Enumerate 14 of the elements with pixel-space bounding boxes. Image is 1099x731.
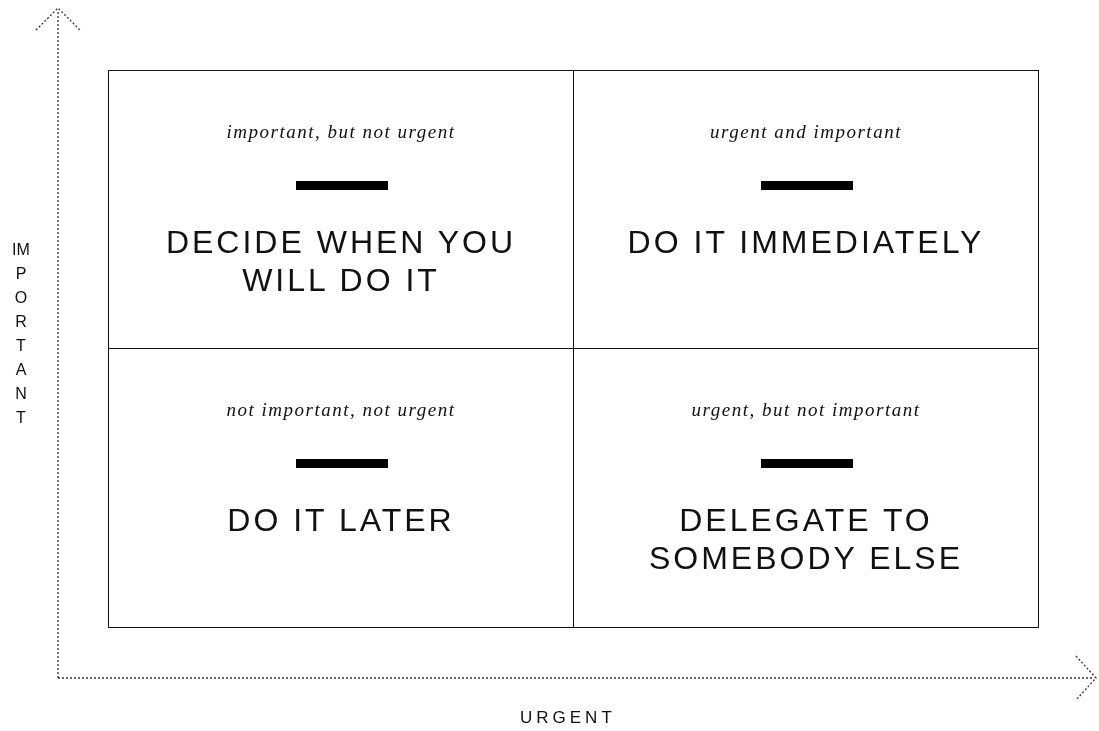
quadrant-box [573, 348, 1039, 628]
quadrant-heading: DO IT IMMEDIATELY [627, 223, 985, 261]
quadrant-subtitle: important, but not urgent [226, 121, 456, 143]
quadrant-heading: DECIDE WHEN YOU WILL DO IT [164, 223, 518, 299]
axis-label: IMPORTANT [12, 240, 30, 428]
axis-label: URGENT [520, 708, 616, 728]
quadrant-box [108, 348, 574, 628]
quadrant-subtitle: urgent, but not important [691, 399, 921, 421]
quadrant-box [108, 70, 574, 349]
quadrant-heading: DELEGATE TO SOMEBODY ELSE [647, 501, 965, 577]
quadrant-box [573, 70, 1039, 349]
quadrant-subtitle: not important, not urgent [226, 399, 456, 421]
quadrant-subtitle: urgent and important [710, 121, 902, 143]
quadrant-heading: DO IT LATER [227, 501, 455, 539]
